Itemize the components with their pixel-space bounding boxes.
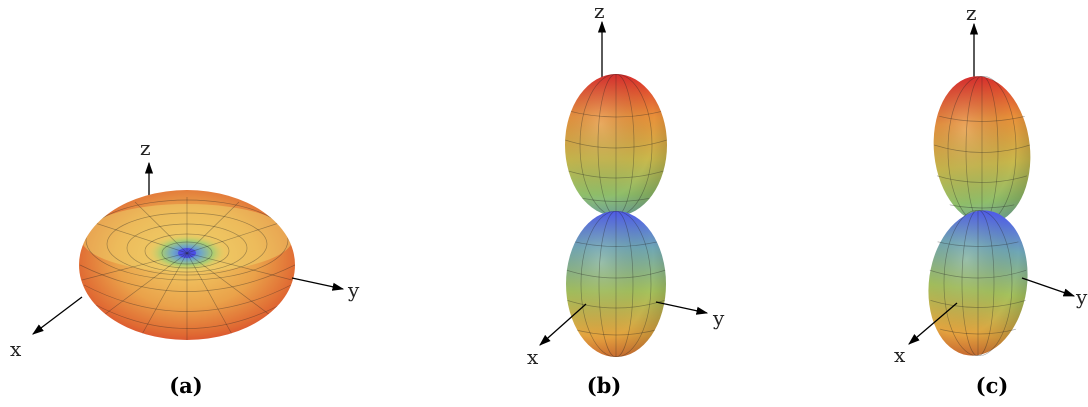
- z-axis-label: z: [140, 136, 151, 160]
- x-axis-arrow: [32, 296, 83, 335]
- panel-a: z y x (a): [10, 136, 360, 398]
- x-axis-label: x: [527, 345, 539, 369]
- x-axis-arrow: [539, 303, 587, 346]
- y-axis-arrow: [291, 277, 345, 291]
- upper-lobe: [565, 74, 667, 216]
- z-axis-label: z: [966, 1, 977, 25]
- panel-c-caption: (c): [976, 373, 1009, 398]
- upper-lobe: [933, 76, 1031, 224]
- y-axis-label: y: [1075, 285, 1088, 309]
- y-axis-arrow: [655, 301, 709, 315]
- torus-mesh: [79, 197, 295, 340]
- y-axis-label: y: [712, 306, 725, 330]
- z-axis-label: z: [594, 0, 605, 23]
- panel-a-caption: (a): [169, 373, 202, 398]
- y-axis-label: y: [347, 278, 360, 302]
- x-axis-label: x: [10, 337, 22, 361]
- panel-c: z y x (c): [894, 1, 1088, 398]
- torus-surface: [79, 190, 295, 340]
- panel-b-caption: (b): [587, 373, 622, 398]
- x-axis-arrow: [908, 302, 958, 345]
- lower-lobe: [928, 210, 1028, 356]
- x-axis-label: x: [894, 343, 906, 367]
- panel-b: z y x (b): [527, 0, 725, 398]
- lower-lobe: [566, 211, 666, 357]
- y-axis-arrow: [1021, 277, 1076, 297]
